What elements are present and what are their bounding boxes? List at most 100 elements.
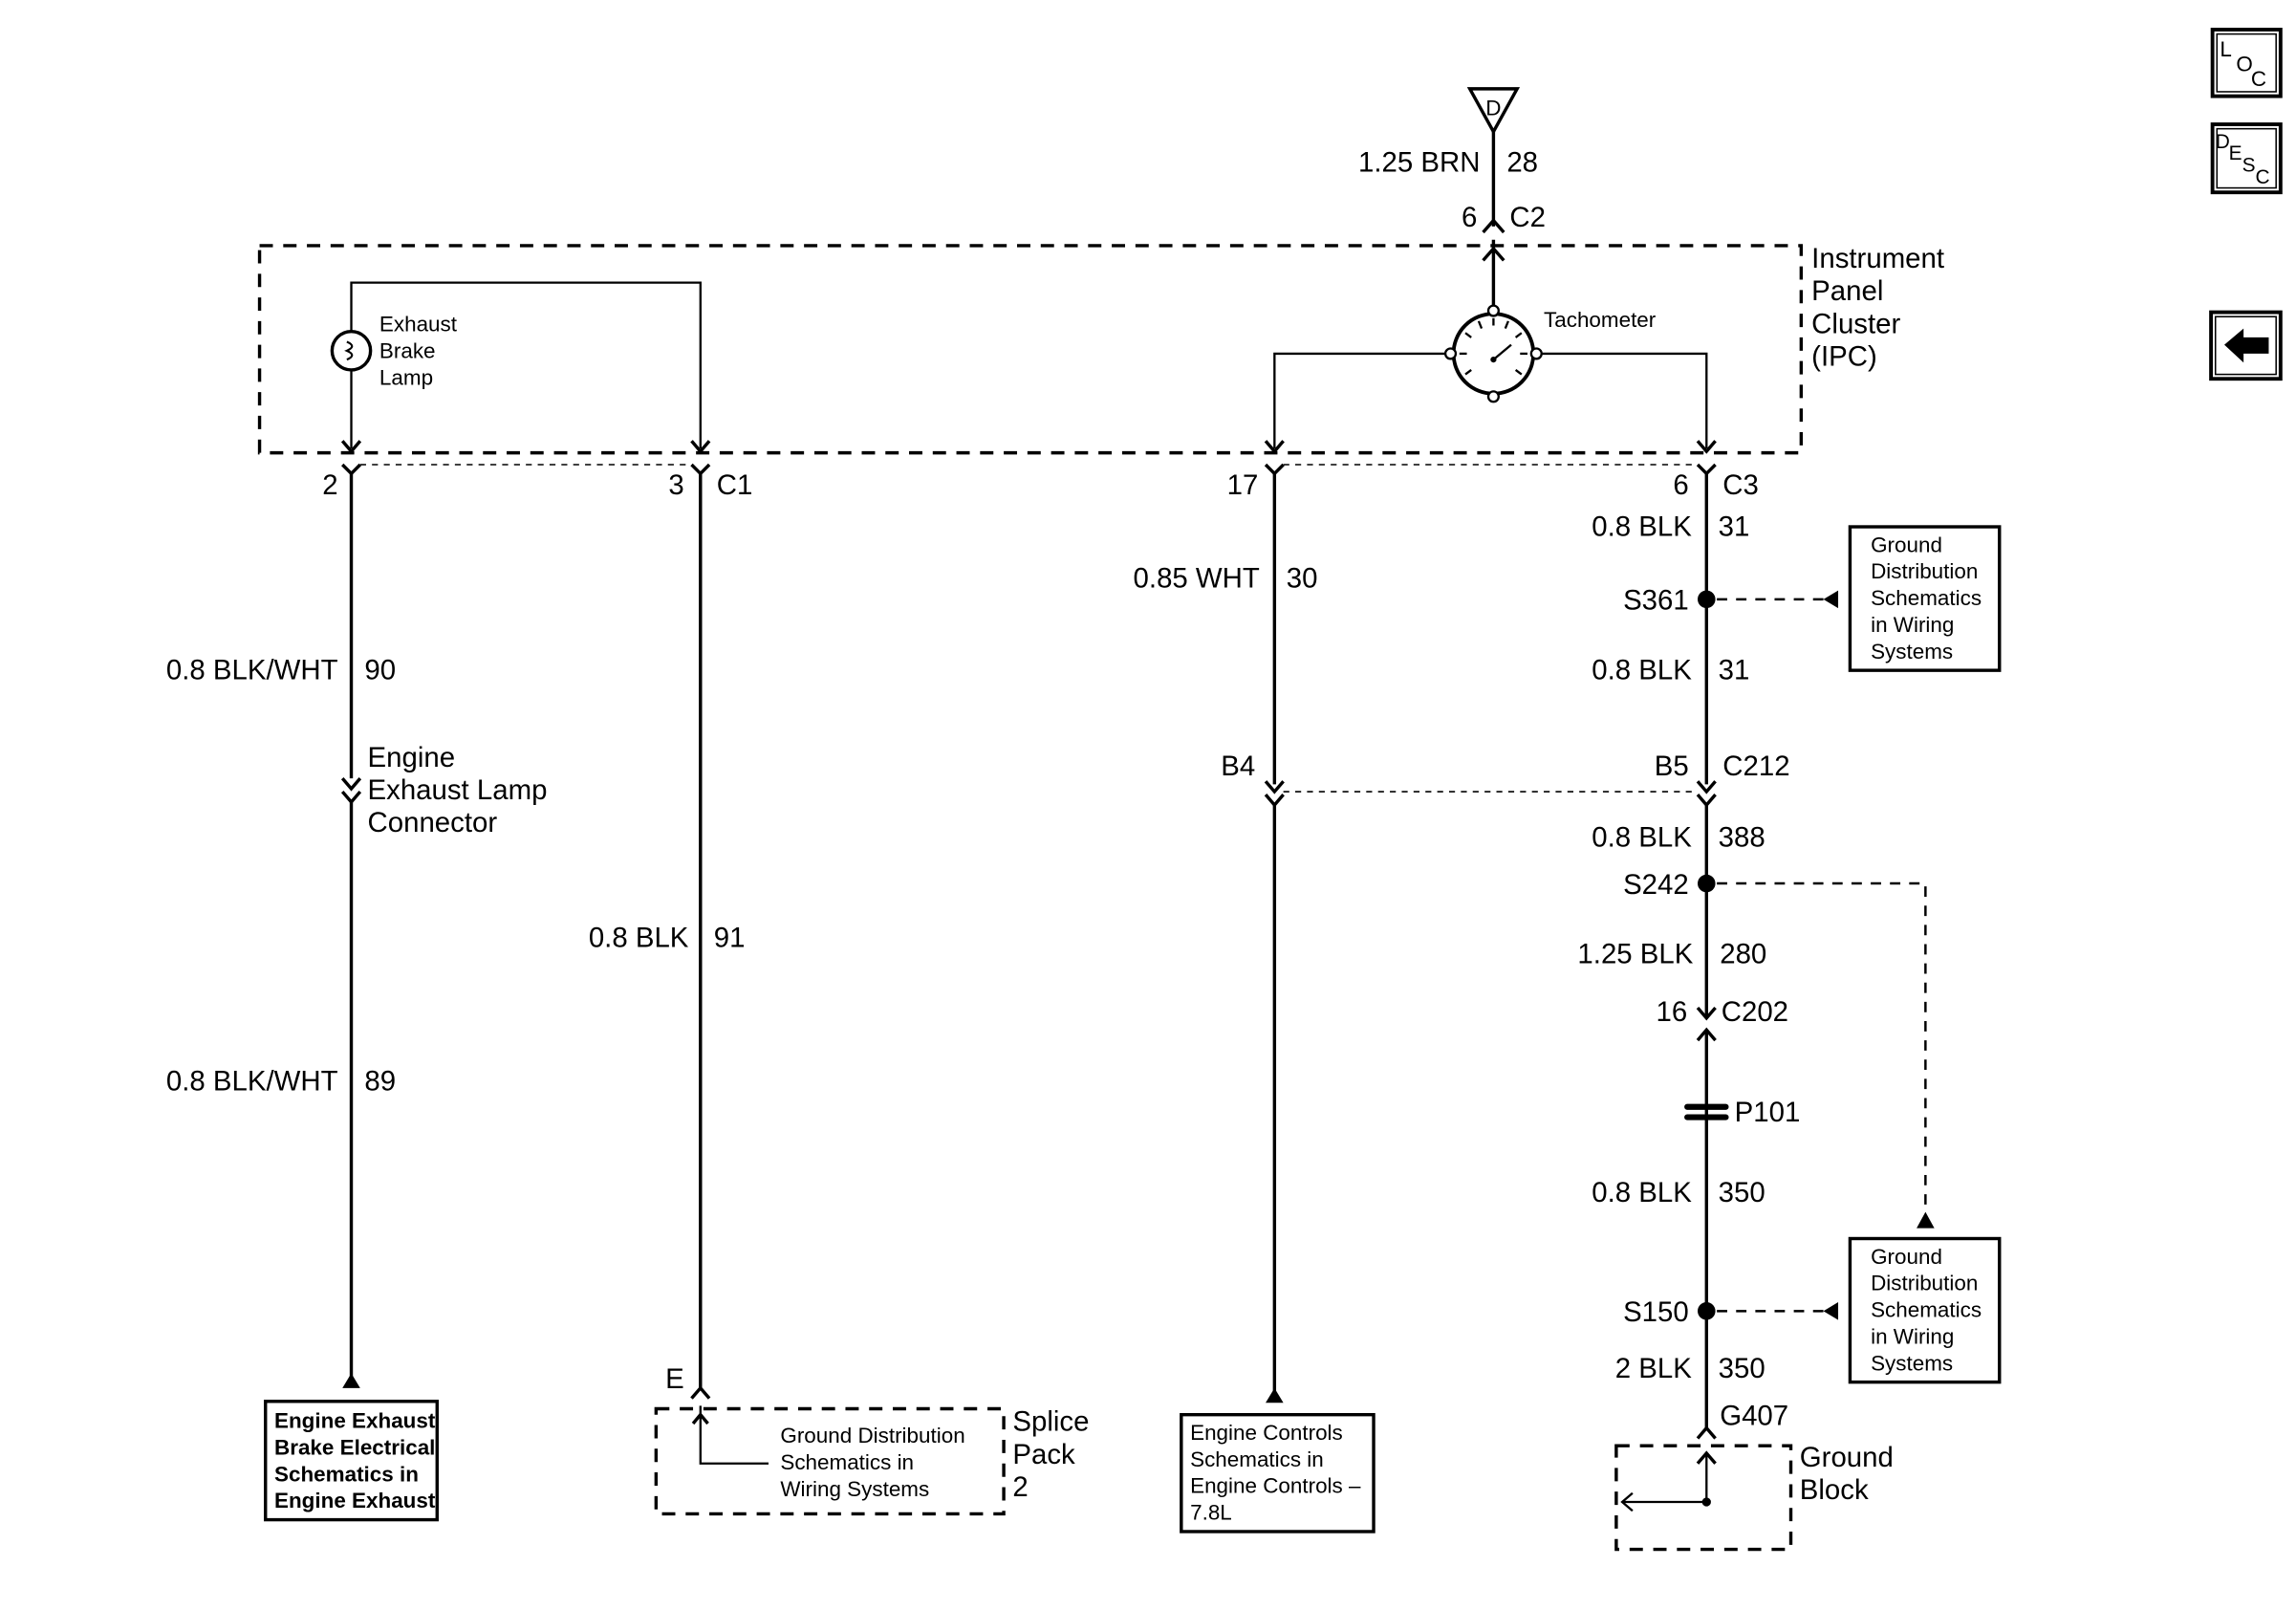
loc-letter-l: L [2220, 37, 2231, 61]
ipc-label-line3: Cluster [1811, 308, 1900, 339]
lamp-loop-wire [350, 281, 702, 448]
splice-pack-label-line1: Splice [1012, 1406, 1089, 1438]
ref-ground-top-line5: Systems [1871, 640, 1953, 664]
c212-name: C212 [1722, 751, 1789, 782]
ref-engine-line2: Schematics in [1190, 1447, 1324, 1471]
connector-d: D [1466, 87, 1521, 136]
wire-91-circuit: 91 [714, 923, 746, 954]
ipc-label-line2: Panel [1811, 275, 1883, 307]
arrow-up-icon [342, 1373, 360, 1388]
ref-exhaust-line2: Brake Electrical [274, 1435, 435, 1459]
g407-label: G407 [1720, 1401, 1788, 1432]
c1-pin-3: 3 [668, 469, 683, 501]
desc-letter-d: D [2216, 131, 2230, 153]
ref-splice-line3: Wiring Systems [780, 1477, 929, 1501]
exhaust-brake-lamp-icon [330, 330, 373, 372]
splice-pack-label-line3: 2 [1012, 1471, 1028, 1503]
wire-89-gauge: 0.8 BLK/WHT [166, 1066, 338, 1098]
wire-350a-gauge: 0.8 BLK [1592, 1177, 1692, 1208]
arrow-up-icon [1917, 1211, 1935, 1229]
wire-31b-gauge: 0.8 BLK [1592, 654, 1692, 685]
wire-388-circuit: 388 [1719, 821, 1765, 853]
lamp-connector-label-line3: Connector [368, 807, 498, 838]
wire-280-gauge: 1.25 BLK [1577, 939, 1693, 970]
wire-89-circuit: 89 [364, 1066, 396, 1098]
ground-block-label-line2: Block [1800, 1474, 1869, 1506]
arrow-left-icon [1823, 1302, 1839, 1320]
ref-ground-top-line1: Ground [1871, 533, 1942, 556]
wire-28-gauge: 1.25 BRN [1358, 147, 1480, 179]
desc-button[interactable]: D E S C [2210, 122, 2283, 195]
loc-button[interactable]: L O C [2210, 28, 2283, 98]
ref-ground-bottom-line4: in Wiring [1871, 1324, 1954, 1348]
ref-ground-distribution-top-box[interactable]: Ground Distribution Schematics in Wiring… [1848, 525, 2002, 672]
connector-d-label: D [1485, 97, 1501, 120]
ipc-label-line4: (IPC) [1811, 340, 1877, 372]
ref-ground-bottom-line3: Schematics [1871, 1298, 1982, 1322]
tach-wire-left [1273, 352, 1445, 448]
ground-block-enclosure [1614, 1444, 1793, 1552]
lamp-connector-label-line2: Exhaust Lamp [368, 774, 548, 806]
p101-label: P101 [1735, 1097, 1801, 1128]
splice-pack-wire [699, 1405, 769, 1465]
ref-splice-text[interactable]: Ground Distribution Schematics in Wiring… [780, 1424, 964, 1501]
exhaust-lamp-label-line1: Exhaust [379, 313, 458, 337]
ref-engine-line1: Engine Controls [1190, 1421, 1343, 1445]
ref-splice-line1: Ground Distribution [780, 1424, 964, 1447]
ref-engine-controls-box[interactable]: Engine Controls Schematics in Engine Con… [1180, 1412, 1375, 1534]
splice-s242 [1698, 874, 1716, 893]
desc-letter-c: C [2256, 166, 2270, 188]
ref-exhaust-line3: Schematics in [274, 1462, 419, 1486]
arrow-up-icon [1266, 1387, 1284, 1403]
ipc-enclosure [257, 244, 1804, 455]
c202-name: C202 [1722, 996, 1788, 1028]
ref-ground-bottom-line1: Ground [1871, 1245, 1942, 1269]
desc-letter-e: E [2229, 142, 2242, 164]
c212-pin-b4: B4 [1221, 751, 1255, 782]
ref-engine-line3: Engine Controls – [1190, 1474, 1361, 1498]
wire-30-gauge: 0.85 WHT [1134, 562, 1260, 594]
splice-s361 [1698, 590, 1716, 609]
wire-28-circuit: 28 [1506, 147, 1538, 179]
tachometer-gauge-icon [1443, 304, 1543, 403]
splice-pack-connector-symbol [690, 1385, 711, 1400]
s242-ref-link [1717, 881, 1927, 1214]
c1-pin-2: 2 [322, 469, 337, 501]
c1-c3-connectors [341, 463, 1717, 476]
ref-engine-line4: 7.8L [1190, 1501, 1232, 1525]
ipc-label-line1: Instrument [1811, 243, 1944, 274]
c3-name: C3 [1722, 469, 1759, 501]
c3-pin-6: 6 [1673, 469, 1688, 501]
ground-block-label-line1: Ground [1800, 1442, 1894, 1473]
ipc-pin-arrows [340, 440, 1717, 454]
tachometer-label: Tachometer [1544, 308, 1657, 332]
tach-wire-right [1542, 352, 1708, 448]
s361-label: S361 [1623, 585, 1689, 617]
wire-30-circuit: 30 [1287, 562, 1318, 594]
ref-exhaust-line1: Engine Exhaust [274, 1409, 436, 1433]
back-arrow-icon [2224, 328, 2269, 363]
c212-pin-b5: B5 [1655, 751, 1689, 782]
wire-388-gauge: 0.8 BLK [1592, 821, 1692, 853]
ref-ground-distribution-bottom-box[interactable]: Ground Distribution Schematics in Wiring… [1848, 1236, 2002, 1384]
wire-31a-gauge: 0.8 BLK [1592, 511, 1692, 542]
wire-280-circuit: 280 [1720, 939, 1766, 970]
c2-pin: 6 [1462, 202, 1477, 233]
ref-engine-exhaust-box[interactable]: Engine Exhaust Brake Electrical Schemati… [264, 1400, 439, 1522]
wire-31b-circuit: 31 [1719, 654, 1750, 685]
c1-name: C1 [717, 469, 753, 501]
ref-ground-top-line2: Distribution [1871, 559, 1978, 583]
exhaust-lamp-label-line2: Brake [379, 339, 436, 363]
g407-connector-symbol [1696, 1425, 1717, 1440]
ground-block-icon [1620, 1450, 1717, 1512]
lamp-connector-label-line1: Engine [368, 742, 456, 773]
ref-ground-bottom-line5: Systems [1871, 1351, 1953, 1375]
p101-passthrough-icon [1684, 1103, 1729, 1120]
wire-90-gauge: 0.8 BLK/WHT [166, 654, 338, 685]
back-button[interactable] [2209, 310, 2283, 381]
wire-91-gauge: 0.8 BLK [589, 923, 689, 954]
splice-pack-enclosure [654, 1406, 1006, 1516]
desc-letter-s: S [2242, 155, 2256, 177]
c2-name: C2 [1509, 202, 1546, 233]
